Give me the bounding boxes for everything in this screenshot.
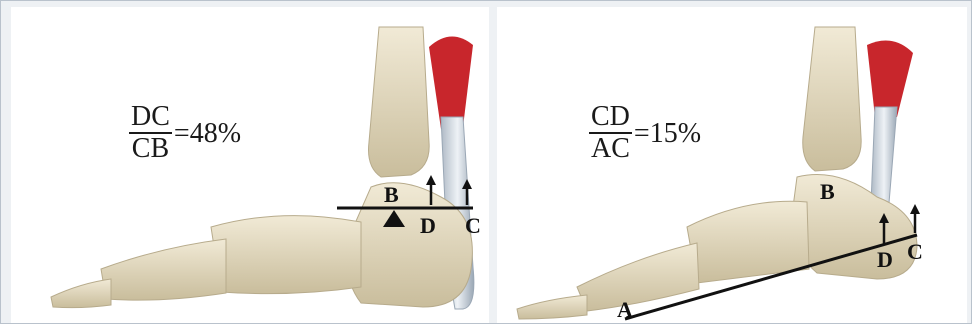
left-label-d: D <box>420 213 436 239</box>
right-label-d: D <box>877 247 893 273</box>
metatarsal-bones <box>577 243 699 311</box>
tibia-bone <box>369 27 430 177</box>
right-label-a: A <box>617 297 633 323</box>
right-fraction: CD AC <box>589 102 632 164</box>
left-fraction: DC CB <box>129 102 172 164</box>
midfoot-bones <box>211 216 361 294</box>
calf-muscle <box>429 36 473 129</box>
right-formula: CD AC =15% <box>589 102 701 164</box>
toe-bones <box>517 295 587 319</box>
left-panel: DC CB =48% B D C <box>11 7 489 323</box>
left-label-c: C <box>465 213 481 239</box>
metatarsal-bones <box>101 239 226 300</box>
right-ratio-value: =15% <box>634 118 701 150</box>
left-foot-illustration <box>11 7 489 323</box>
right-panel: CD AC =15% B D C A <box>497 7 967 323</box>
right-label-b: B <box>820 179 835 205</box>
right-denominator: AC <box>589 134 632 164</box>
left-numerator: DC <box>129 102 172 134</box>
calf-muscle <box>867 41 913 118</box>
calcaneus-bone <box>792 175 917 280</box>
achilles-tendon <box>871 107 897 203</box>
toe-bones <box>51 279 111 308</box>
left-label-b: B <box>384 182 399 208</box>
left-denominator: CB <box>130 134 171 164</box>
right-foot-illustration <box>497 7 967 323</box>
right-label-c: C <box>907 239 923 265</box>
right-numerator: CD <box>589 102 632 134</box>
left-ratio-value: =48% <box>174 118 241 150</box>
left-formula: DC CB =48% <box>129 102 241 164</box>
tibia-bone <box>803 27 861 171</box>
